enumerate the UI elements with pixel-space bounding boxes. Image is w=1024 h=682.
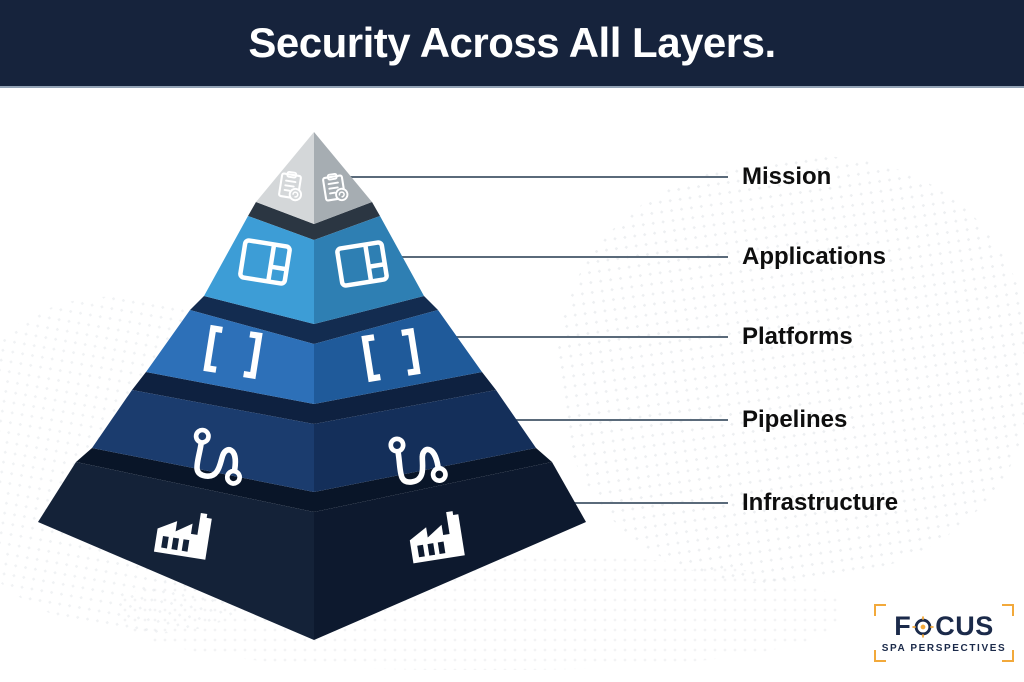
pyramid-layer-platforms: [146, 310, 482, 404]
logo-corner-bracket: [874, 604, 886, 616]
pyramid-layer-pipelines: [92, 390, 536, 492]
layer-label-pipelines: Pipelines: [742, 406, 848, 433]
mission-left-face: [256, 132, 314, 224]
layer-label-infrastructure: Infrastructure: [742, 489, 899, 516]
pyramid-layer-mission: [256, 132, 372, 224]
clipboard-sync-icon: [322, 172, 349, 202]
layer-label-platforms: Platforms: [742, 323, 853, 350]
layer-label-mission: Mission: [742, 163, 832, 190]
code-brackets-icon: [203, 324, 263, 380]
logo-corner-bracket: [874, 650, 886, 662]
logo-wordmark: F CUS: [874, 611, 1014, 642]
pyramid-layer-applications: [204, 216, 424, 324]
pipelines-right-face: [314, 390, 536, 492]
logo-corner-bracket: [1002, 650, 1014, 662]
brand-logo: F CUS SPA PERSPECTIVES: [874, 604, 1014, 662]
page-title: Security Across All Layers.: [248, 19, 776, 66]
applications-left-face: [204, 216, 314, 324]
app-window-icon: [335, 240, 389, 288]
logo-corner-bracket: [1002, 604, 1014, 616]
code-brackets-icon: [361, 327, 421, 383]
app-window-icon: [238, 238, 292, 286]
gap-band-3: [132, 372, 496, 424]
factory-icon: [409, 511, 465, 564]
clipboard-sync-icon: [278, 170, 303, 202]
factory-icon: [153, 513, 212, 560]
gap-band-1: [248, 202, 380, 240]
gap-band-4: [76, 448, 552, 512]
header-bar: Security Across All Layers.: [0, 0, 1024, 88]
pipeline-icon: [193, 427, 242, 486]
logo-tagline: SPA PERSPECTIVES: [881, 643, 1007, 654]
gap-band-2: [190, 296, 438, 344]
pyramid-gap-bands: [76, 202, 552, 512]
platforms-left-face: [146, 310, 314, 404]
pyramid-layer-infrastructure: [38, 462, 586, 640]
pipeline-icon: [388, 436, 448, 485]
logo-text-f: F: [894, 611, 912, 641]
connector-lines: [348, 176, 728, 504]
target-icon: [912, 615, 934, 638]
platforms-right-face: [314, 310, 482, 404]
layer-label-applications: Applications: [742, 243, 887, 270]
logo-text-cus: CUS: [935, 611, 994, 641]
